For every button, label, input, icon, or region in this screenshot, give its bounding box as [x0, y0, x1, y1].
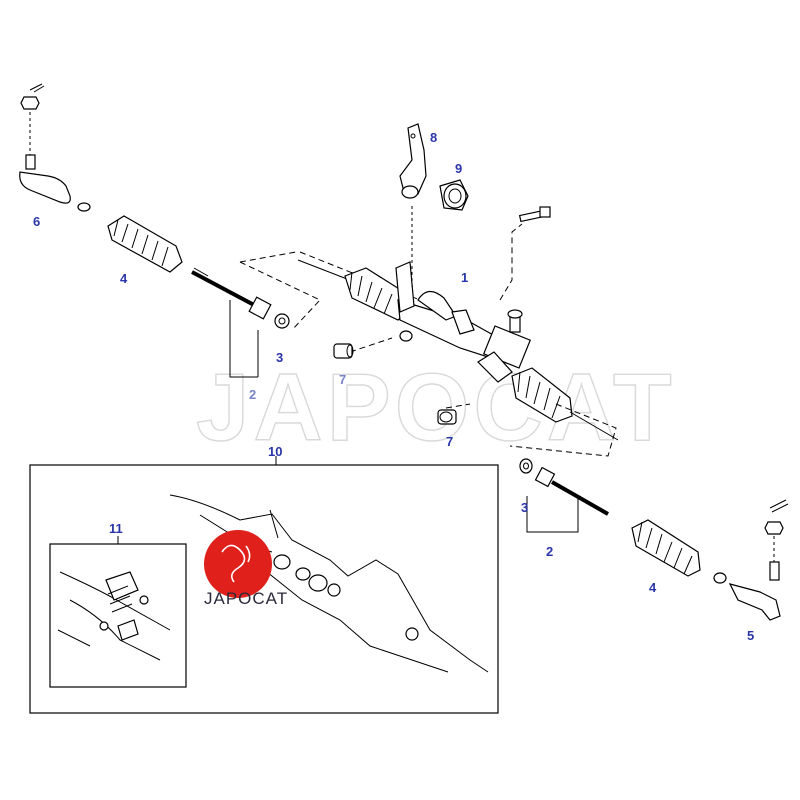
mounting-bracket [399, 123, 427, 199]
right-tie-rod-end [713, 499, 789, 621]
bushing-right-guide [445, 403, 471, 409]
callout-2-right: 2 [546, 544, 553, 559]
logo-text: JAPOCAT [204, 589, 288, 608]
callout-4-right: 4 [649, 580, 657, 595]
callout-7-right: 7 [446, 434, 453, 449]
callout-4-left: 4 [120, 271, 128, 286]
detail-box-10 [29, 464, 499, 714]
rack-bushing-left [333, 343, 354, 359]
mount-bushing [439, 179, 469, 211]
left-tie-rod-end [19, 83, 91, 212]
left-bracket-line [229, 300, 259, 378]
callout-3-right: 3 [521, 500, 528, 515]
callout-7-left: 7 [339, 372, 346, 387]
mount-bolt [518, 206, 551, 223]
callout-10: 10 [268, 444, 282, 459]
right-steering-boot [631, 519, 701, 577]
callout-6: 6 [33, 214, 40, 229]
rack-bushing-right [437, 409, 457, 425]
right-dashed-guides [499, 223, 617, 457]
detail-box-11 [49, 543, 187, 688]
right-bracket-line [526, 496, 579, 533]
callout-11: 11 [109, 521, 123, 536]
left-inner-tie-rod [191, 267, 290, 329]
callout-1: 1 [461, 270, 468, 285]
right-inner-tie-rod [534, 466, 609, 516]
steering-rack-housing [297, 259, 619, 441]
japocat-logo: JAPOCAT [204, 530, 288, 608]
callout-8: 8 [430, 130, 437, 145]
callout-9: 9 [455, 161, 462, 176]
logo-creature-icon [221, 544, 251, 583]
right-lock-washer [519, 458, 533, 474]
watermark-text: JAPOCAT [196, 354, 676, 461]
callout-3-left: 3 [276, 350, 283, 365]
callout-5: 5 [747, 628, 754, 643]
callout-2-left: 2 [249, 387, 256, 402]
detail-valve-parts [57, 571, 171, 661]
left-steering-boot [107, 215, 183, 273]
bushing-left-guide [349, 337, 393, 353]
